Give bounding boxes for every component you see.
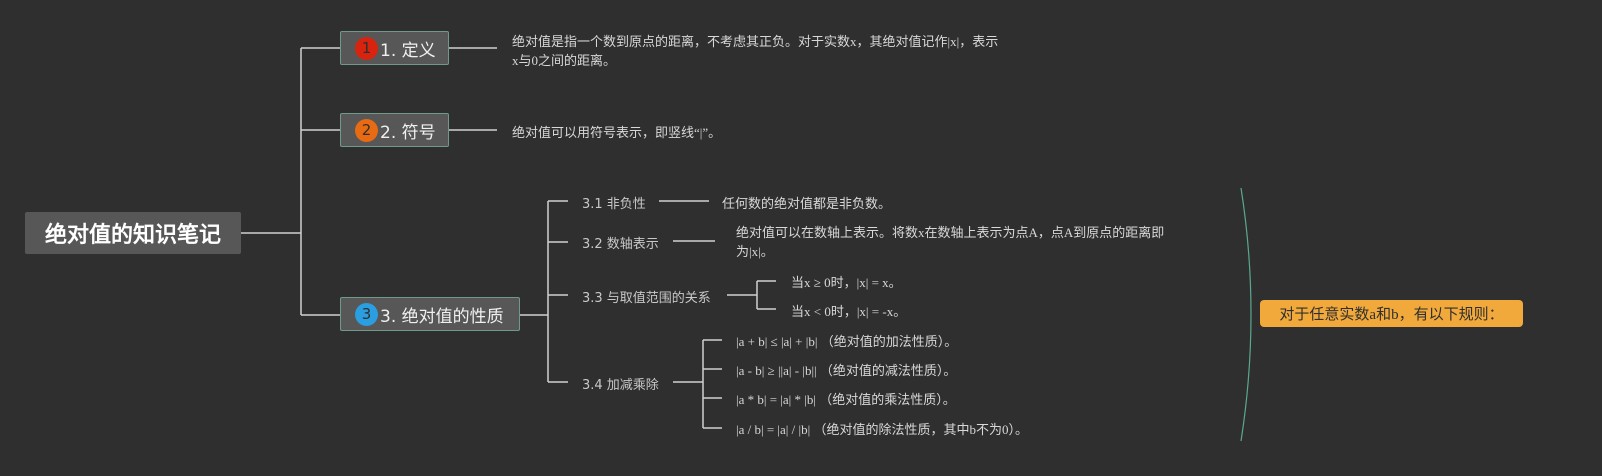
symbol-note: 绝对值可以用符号表示，即竖线“|”。 <box>512 125 722 140</box>
summary-callout[interactable]: 对于任意实数a和b，有以下规则： <box>1260 300 1523 327</box>
topic-label: 2. 符号 <box>380 122 436 143</box>
topic-definition[interactable]: 1 1. 定义 <box>340 31 449 65</box>
number-line-note: 绝对值可以在数轴上表示。将数x在数轴上表示为点A，点A到原点的距离即为|x|。 <box>736 225 1165 259</box>
number-2-icon: 2 <box>355 118 378 142</box>
range-item: 当x ≥ 0时，|x| = x。 <box>791 275 902 290</box>
property-arithmetic[interactable]: 3.4 加减乘除 <box>582 378 659 393</box>
arithmetic-item: |a + b| ≤ |a| + |b| （绝对值的加法性质）。 <box>736 334 958 349</box>
arithmetic-item: |a * b| = |a| * |b| （绝对值的乘法性质）。 <box>736 392 956 407</box>
arithmetic-item: |a / b| = |a| / |b| （绝对值的除法性质，其中b不为0）。 <box>736 422 1028 437</box>
root-topic[interactable]: 绝对值的知识笔记 <box>25 212 241 254</box>
arithmetic-item: |a - b| ≥ ||a| - |b|| （绝对值的减法性质）。 <box>736 363 957 378</box>
range-item: 当x < 0时，|x| = -x。 <box>791 304 907 319</box>
property-range-relation[interactable]: 3.3 与取值范围的关系 <box>582 291 711 306</box>
nonnegative-note: 任何数的绝对值都是非负数。 <box>722 196 892 211</box>
property-number-line[interactable]: 3.2 数轴表示 <box>582 237 659 252</box>
definition-note: 绝对值是指一个数到原点的距离，不考虑其正负。对于实数x，其绝对值记作|x|，表示… <box>512 34 999 68</box>
topic-label: 1. 定义 <box>380 40 436 61</box>
topic-label: 3. 绝对值的性质 <box>380 306 504 327</box>
topic-properties[interactable]: 3 3. 绝对值的性质 <box>340 297 520 331</box>
property-nonnegative[interactable]: 3.1 非负性 <box>582 197 646 212</box>
number-1-icon: 1 <box>355 36 378 60</box>
number-3-icon: 3 <box>355 302 378 326</box>
topic-symbol[interactable]: 2 2. 符号 <box>340 113 449 147</box>
